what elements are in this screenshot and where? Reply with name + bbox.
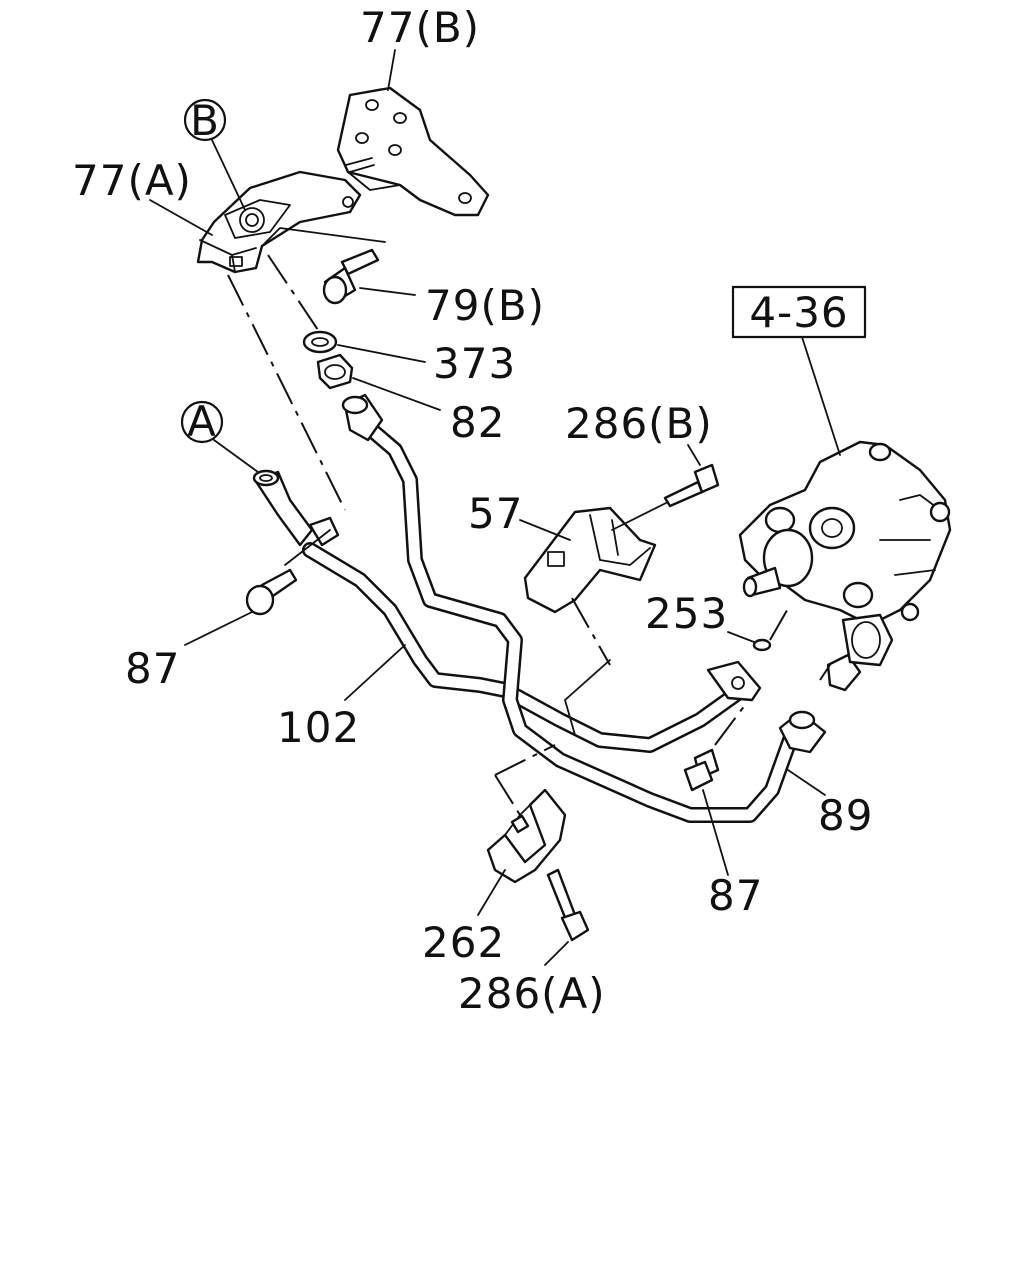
ref-b-letter: B xyxy=(190,96,220,145)
bolt-79b xyxy=(322,248,416,305)
ref-box-4-36: 4-36 xyxy=(731,285,867,456)
label-77a: 77(A) xyxy=(72,156,192,205)
bracket-57 xyxy=(519,506,657,614)
ref-circle-b: B xyxy=(183,96,246,211)
centerline-82 xyxy=(267,254,319,331)
pipe-102 xyxy=(302,542,743,753)
label-286b: 286(B) xyxy=(565,399,713,448)
leader-89 xyxy=(787,769,826,796)
label-87-right: 87 xyxy=(708,871,763,920)
label-79b: 79(B) xyxy=(425,281,545,330)
pump-assembly xyxy=(738,440,952,667)
ref-box-label: 4-36 xyxy=(749,288,848,337)
pipe-flange xyxy=(706,660,762,702)
label-102: 102 xyxy=(277,703,360,752)
bolt-286b xyxy=(611,444,720,531)
label-286a: 286(A) xyxy=(458,969,606,1018)
hose-fitting-a xyxy=(252,469,314,547)
bracket-77b xyxy=(336,86,490,217)
bolt-286a xyxy=(544,868,590,966)
ref-circle-a: A xyxy=(180,397,263,476)
leader-102 xyxy=(344,644,406,701)
leader-pipe-57 xyxy=(564,659,611,736)
pipe-clip xyxy=(284,516,340,566)
leader-77a xyxy=(149,199,213,236)
label-87-left: 87 xyxy=(125,644,180,693)
bolt-87-right xyxy=(683,704,746,876)
leader-77b xyxy=(387,49,396,91)
centerline-57 xyxy=(571,597,611,666)
washer-373 xyxy=(302,330,426,363)
label-253: 253 xyxy=(645,589,728,638)
label-89: 89 xyxy=(818,791,873,840)
oring-253 xyxy=(727,604,831,681)
flare-nut-upper xyxy=(341,393,384,442)
label-373: 373 xyxy=(433,339,516,388)
bolt-87-left xyxy=(184,568,298,646)
clamp-262 xyxy=(477,744,567,916)
bracket-77a xyxy=(196,170,386,274)
pipe-upper xyxy=(352,412,798,823)
fitting-89 xyxy=(778,653,862,754)
label-82: 82 xyxy=(450,398,505,447)
label-57: 57 xyxy=(468,489,523,538)
centerline-bracket xyxy=(227,274,346,511)
label-77b: 77(B) xyxy=(360,3,480,52)
nut-82 xyxy=(316,353,441,411)
label-262: 262 xyxy=(422,918,505,967)
ref-a-letter: A xyxy=(187,397,217,446)
